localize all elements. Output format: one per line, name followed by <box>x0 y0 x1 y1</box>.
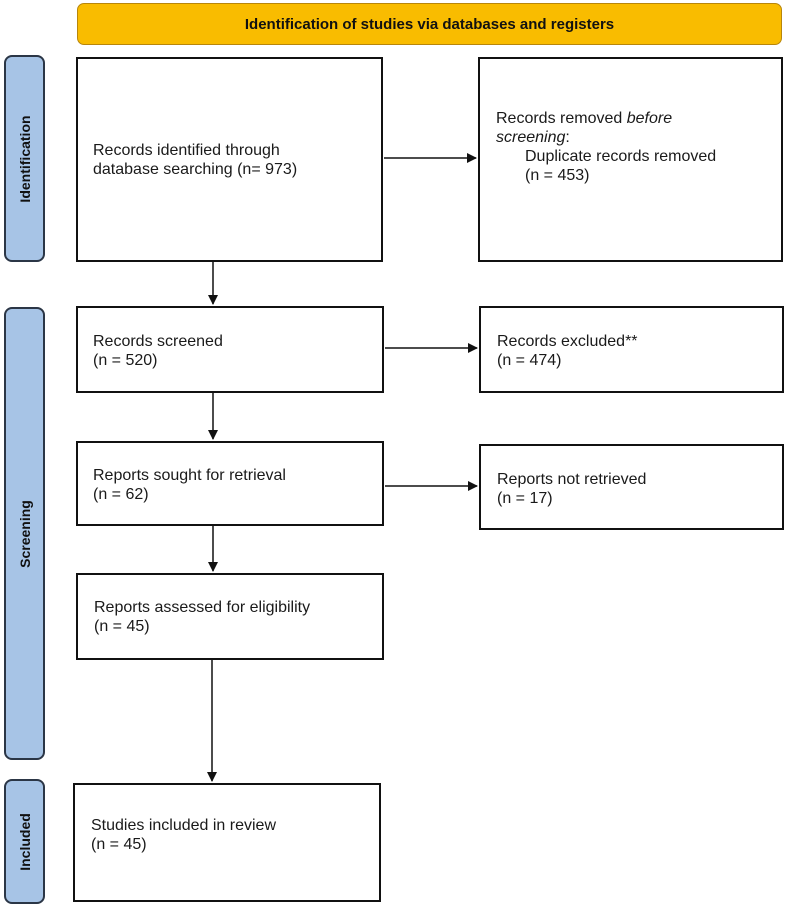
reports-not-retrieved-box: Reports not retrieved (n = 17) <box>479 444 784 530</box>
prisma-header-banner: Identification of studies via databases … <box>77 3 782 45</box>
reports-assessed-line1: Reports assessed for eligibility <box>94 599 311 616</box>
records-screened-line1: Records screened <box>93 333 223 350</box>
studies-included-line1: Studies included in review <box>91 817 276 834</box>
records-excluded-box: Records excluded** (n = 474) <box>479 306 784 393</box>
records-removed-line2-suffix: : <box>565 129 570 146</box>
reports-sought-box: Reports sought for retrieval (n = 62) <box>76 441 384 526</box>
reports-not-retrieved-line1: Reports not retrieved <box>497 471 647 488</box>
records-removed-line1-italic: before <box>626 110 673 127</box>
phase-label-included: Included <box>4 779 45 904</box>
records-removed-box: Records removed before screening: Duplic… <box>478 57 783 262</box>
phase-label-included-text: Included <box>16 812 33 871</box>
reports-assessed-line2: (n = 45) <box>94 618 150 635</box>
records-screened-line2: (n = 520) <box>93 352 158 369</box>
phase-label-identification-text: Identification <box>16 114 33 203</box>
reports-assessed-box: Reports assessed for eligibility (n = 45… <box>76 573 384 660</box>
records-removed-line1: Records removed before <box>496 109 781 128</box>
records-removed-line1-prefix: Records removed <box>496 110 627 127</box>
studies-included-line2: (n = 45) <box>91 836 147 853</box>
records-removed-line3: Duplicate records removed <box>525 148 717 165</box>
records-removed-line4: (n = 453) <box>525 167 590 184</box>
records-removed-line2: screening: <box>496 128 781 147</box>
records-identified-line1: Records identified through <box>93 142 280 159</box>
reports-sought-line2: (n = 62) <box>93 486 149 503</box>
records-excluded-line2: (n = 474) <box>497 352 562 369</box>
reports-not-retrieved-line2: (n = 17) <box>497 490 553 507</box>
header-title: Identification of studies via databases … <box>244 15 615 33</box>
phase-label-screening-text: Screening <box>16 499 33 568</box>
reports-sought-line1: Reports sought for retrieval <box>93 467 286 484</box>
records-excluded-line1: Records excluded** <box>497 333 638 350</box>
records-removed-line2-italic: screening <box>496 129 566 146</box>
records-identified-line2: database searching (n= 973) <box>93 161 298 178</box>
studies-included-box: Studies included in review (n = 45) <box>73 783 381 902</box>
phase-label-screening: Screening <box>4 307 45 760</box>
phase-label-identification: Identification <box>4 55 45 262</box>
records-screened-box: Records screened (n = 520) <box>76 306 384 393</box>
records-identified-box: Records identified through database sear… <box>76 57 383 262</box>
